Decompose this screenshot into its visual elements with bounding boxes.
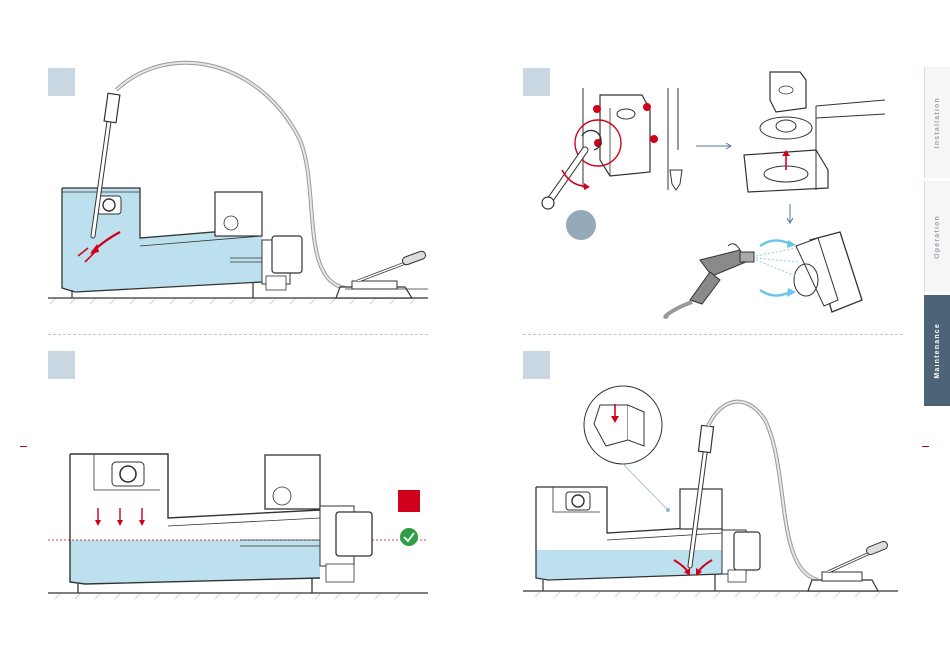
tab-operation-label: Operation xyxy=(934,215,941,259)
tab-maintenance[interactable]: Maintenance xyxy=(924,295,950,406)
tab-installation-label: Installation xyxy=(934,97,941,148)
tab-installation[interactable]: Installation xyxy=(924,67,950,178)
tab-maintenance-label: Maintenance xyxy=(934,323,941,379)
foot-pump-icon xyxy=(808,540,889,591)
tab-operation[interactable]: Operation xyxy=(924,181,950,292)
side-tabs: Installation Operation Maintenance xyxy=(924,67,950,409)
